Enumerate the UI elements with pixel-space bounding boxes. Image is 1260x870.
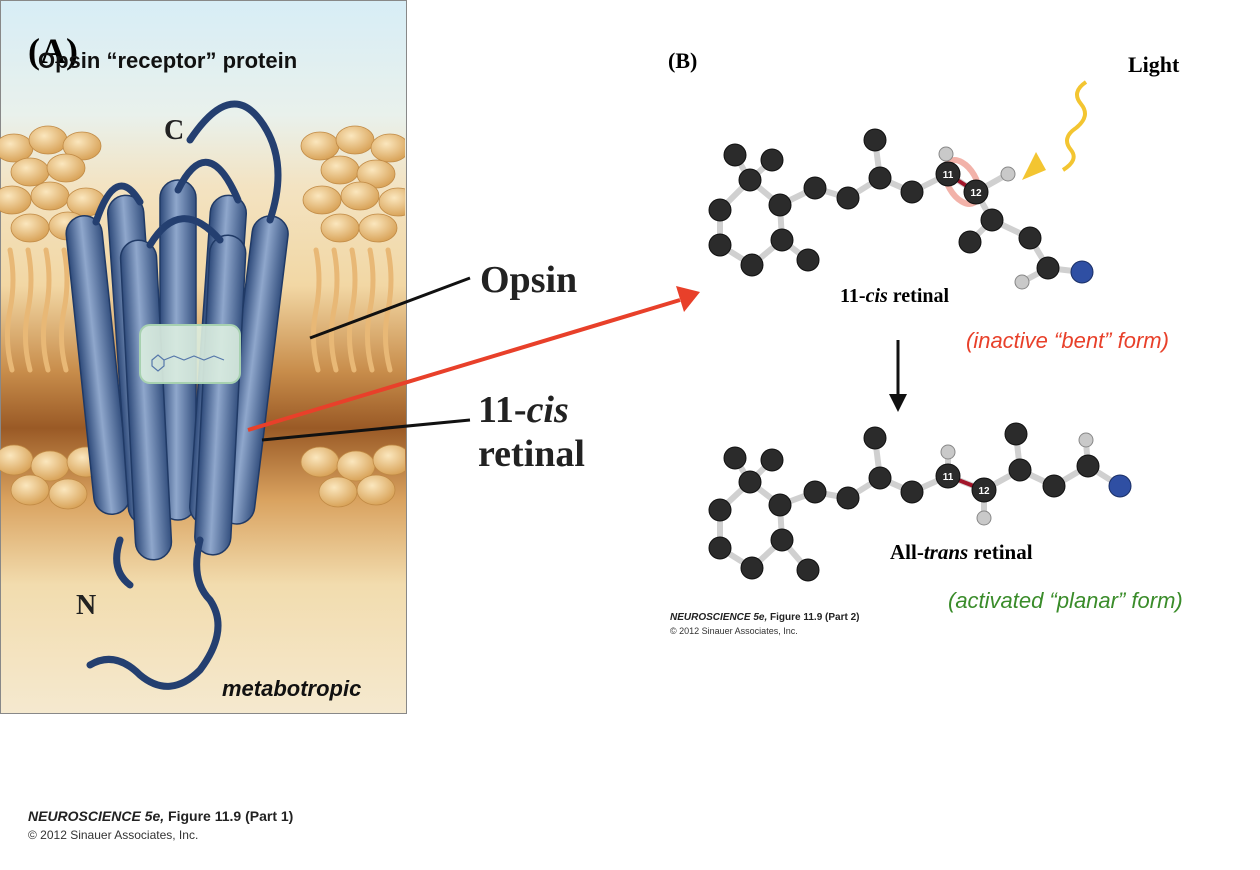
retinal-highlight-box [139, 324, 241, 384]
atom-12-label-cis: 12 [970, 188, 982, 199]
retinal-callout-num: 11- [478, 389, 527, 431]
light-label: Light [1128, 52, 1180, 77]
panel-a-label: (A) [28, 31, 78, 71]
trans-retinal-label: All-trans retinal [890, 540, 1033, 565]
opsin-loops [86, 100, 282, 690]
light-ray-head [1022, 152, 1046, 180]
retinal-callout-line [261, 418, 471, 442]
lipid-head-row-bottom [0, 444, 405, 510]
panel-a-credit-figure: Figure 11.9 (Part 1) [164, 808, 294, 824]
opsin-membrane-illustration: Opsin “receptor” protein C N metabotropi… [0, 0, 407, 714]
metabotropic-tag: metabotropic [222, 676, 362, 701]
light-ray [1061, 80, 1088, 172]
trans-retinal-molecule: 11 12 [708, 422, 1132, 582]
atom-11-label-trans: 11 [943, 472, 954, 483]
panel-b-credit-book: NEUROSCIENCE 5e, [670, 612, 768, 623]
retinal-mini-molecule [151, 354, 225, 372]
panel-b-credit: NEUROSCIENCE 5e, Figure 11.9 (Part 2) [670, 612, 860, 623]
activated-form-note: (activated “planar” form) [948, 588, 1183, 613]
trans-retinal-word: retinal [968, 540, 1033, 564]
trans-retinal-prefix: All- [890, 540, 924, 564]
n-terminus-label: N [76, 590, 97, 621]
cis-retinal-word: retinal [887, 285, 950, 307]
panel-a-copyright: © 2012 Sinauer Associates, Inc. [28, 828, 199, 842]
retinal-callout-word: retinal [478, 433, 585, 475]
lipid-head-row-top [0, 125, 405, 243]
panel-a-title: Opsin “receptor” protein [38, 48, 298, 73]
c-terminus-label: C [164, 115, 185, 146]
atom-12-label-trans: 12 [978, 486, 990, 497]
panel-b-label: (B) [668, 48, 698, 73]
opsin-callout-label: Opsin [480, 259, 578, 301]
zoom-arrow-head [676, 286, 700, 312]
opsin-helix-bundle [65, 179, 289, 561]
panel-a-credit-book: NEUROSCIENCE 5e, [28, 808, 165, 824]
zoom-arrow [247, 298, 681, 432]
atom-11-label-cis: 11 [943, 170, 954, 181]
cis-retinal-molecule: 11 12 [708, 128, 1094, 290]
opsin-callout-line [309, 276, 471, 340]
cis-retinal-label: 11-cis retinal [840, 285, 949, 308]
cis-retinal-num: 11- [840, 285, 866, 307]
panel-b-copyright: © 2012 Sinauer Associates, Inc. [670, 626, 798, 636]
transition-arrow-head [889, 394, 907, 412]
trans-retinal-italic: trans [923, 540, 969, 564]
panel-a-credit: NEUROSCIENCE 5e, Figure 11.9 (Part 1) [28, 808, 293, 824]
retinal-callout-label: 11-cis retinal [478, 388, 585, 476]
panel-b-credit-figure: Figure 11.9 (Part 2) [767, 612, 860, 623]
retinal-callout-cis: cis [526, 389, 569, 431]
inactive-form-note: (inactive “bent” form) [966, 328, 1169, 353]
cis-retinal-italic: cis [865, 285, 888, 307]
